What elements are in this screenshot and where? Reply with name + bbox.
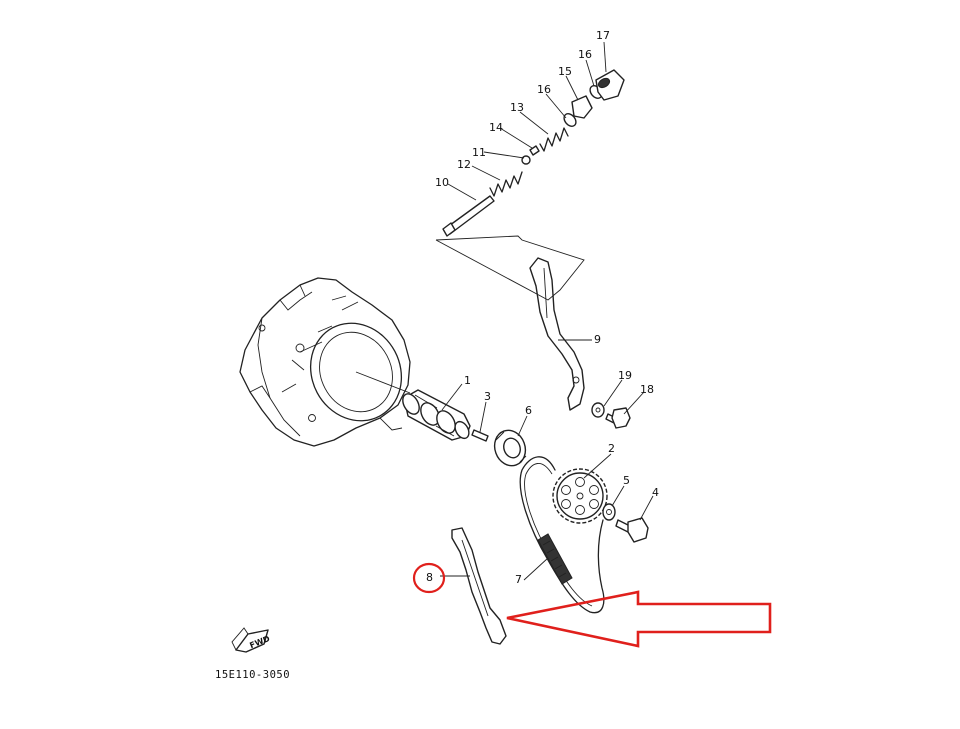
camshaft — [402, 389, 471, 441]
part-label-13: 13 — [510, 101, 524, 114]
part-label-16b: 16 — [578, 48, 592, 61]
cylinder-head — [239, 277, 411, 447]
part-label-12: 12 — [457, 158, 471, 171]
part-label-8: 8 — [426, 571, 433, 584]
part-label-15: 15 — [558, 65, 572, 78]
part-label-17: 17 — [596, 29, 610, 42]
part-label-7: 7 — [515, 573, 522, 586]
part-label-14: 14 — [489, 121, 503, 134]
bearing — [493, 429, 527, 467]
part-label-16a: 16 — [537, 83, 551, 96]
highlight-circle — [412, 562, 446, 594]
part-label-11: 11 — [472, 146, 486, 159]
part-label-1: 1 — [464, 374, 471, 387]
highlight-arrow — [506, 590, 772, 648]
part-labels: 1 2 3 4 5 6 7 8 9 10 11 12 13 14 15 16 1… — [426, 29, 659, 586]
dowel-pin — [471, 429, 489, 442]
part-label-3: 3 — [484, 390, 491, 403]
highlight-annotations — [412, 562, 772, 648]
washer-5 — [602, 503, 616, 521]
cam-chain-loop — [519, 456, 605, 614]
washer-19 — [591, 402, 605, 418]
leader-lines — [440, 41, 654, 581]
tensioner-rod-assembly — [442, 69, 625, 237]
drawing-code: 15E110-3050 — [215, 669, 290, 681]
part-label-5: 5 — [623, 474, 630, 487]
part-label-10: 10 — [435, 176, 449, 189]
assembly-group-outline — [435, 235, 585, 301]
cam-chain — [537, 533, 573, 585]
part-label-9: 9 — [594, 333, 601, 346]
chain-guide-8 — [451, 527, 507, 645]
part-label-4: 4 — [652, 486, 659, 499]
part-label-2: 2 — [608, 442, 615, 455]
bolt-4 — [615, 517, 649, 543]
tensioner-guide-9 — [529, 257, 585, 411]
part-label-6: 6 — [525, 404, 532, 417]
part-label-18: 18 — [640, 383, 654, 396]
forward-direction-badge: FWD — [231, 627, 271, 653]
cam-sprocket — [552, 468, 608, 524]
part-label-19: 19 — [618, 369, 632, 382]
